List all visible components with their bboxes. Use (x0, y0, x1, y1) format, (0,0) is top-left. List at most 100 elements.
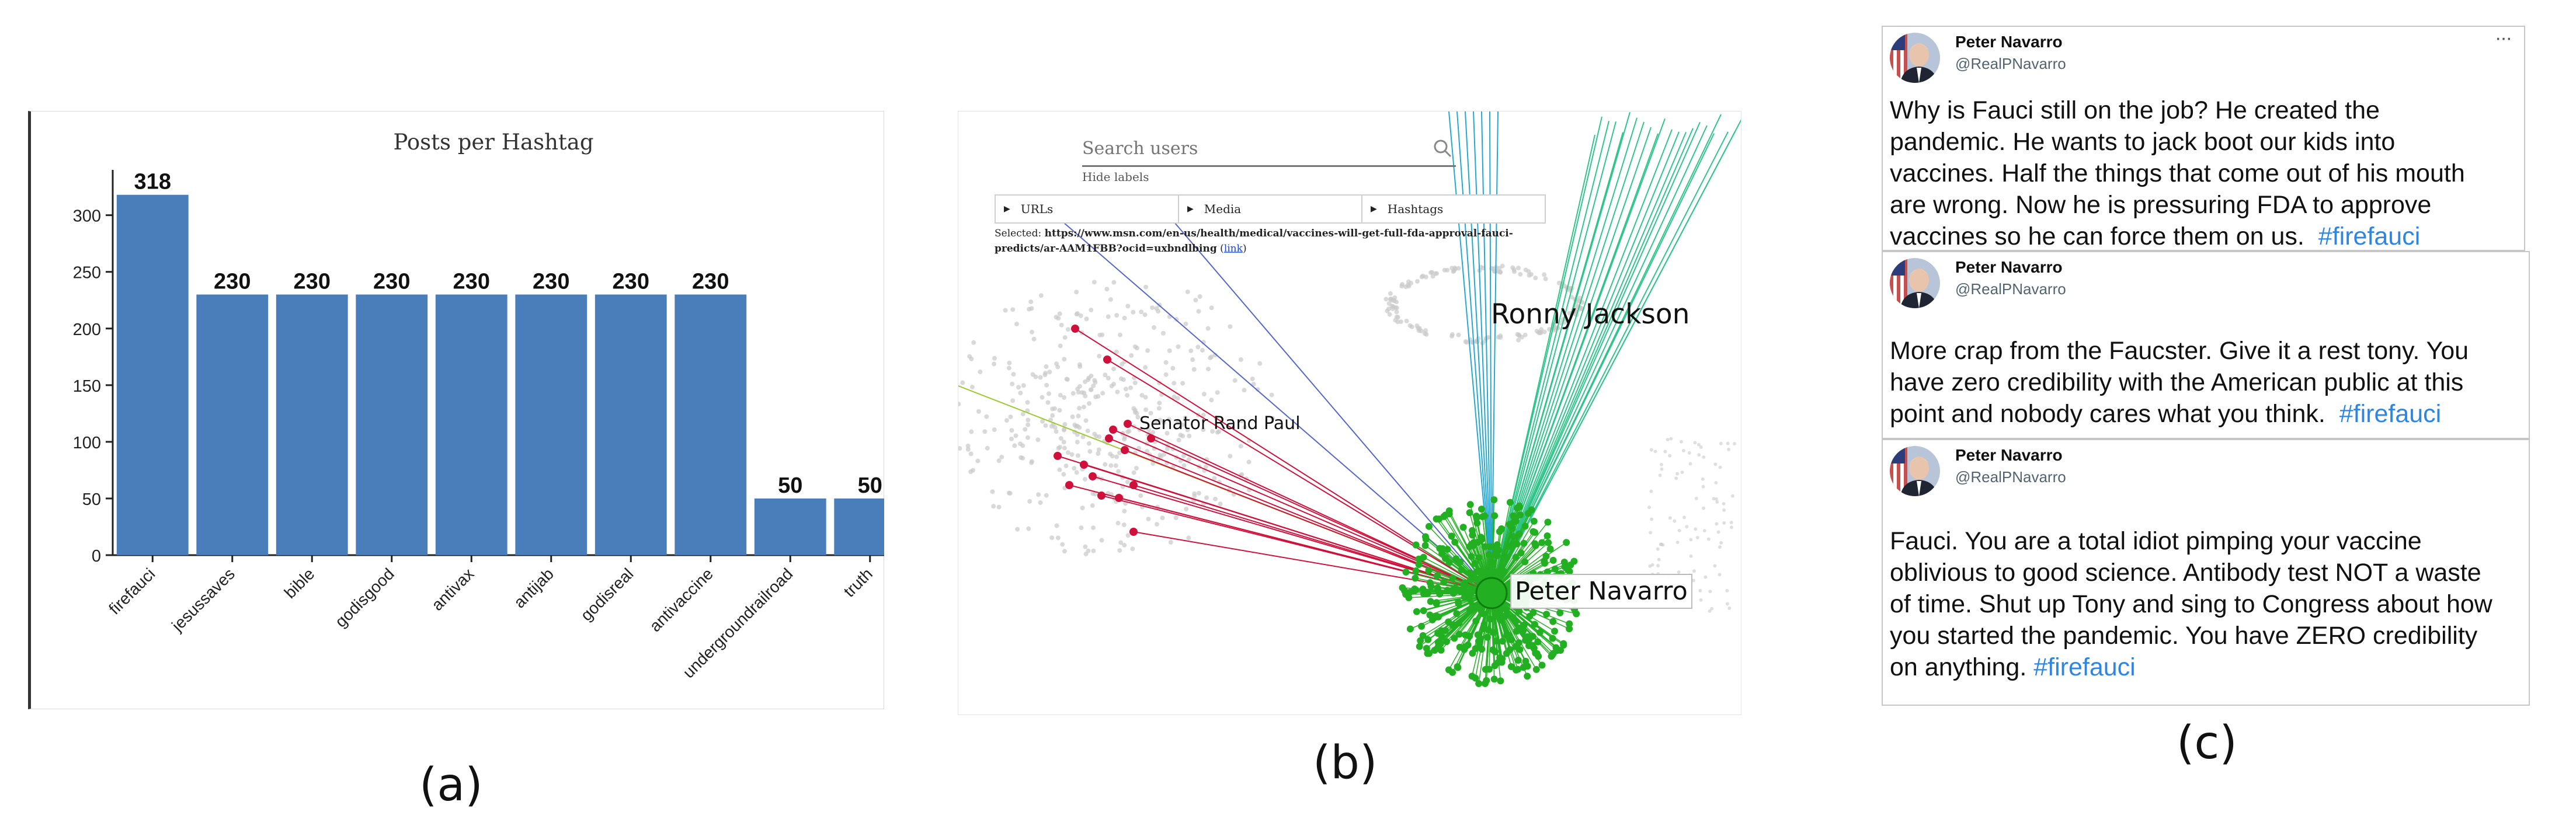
user-node[interactable] (1486, 543, 1494, 550)
user-node[interactable] (1413, 608, 1420, 615)
user-node[interactable] (1553, 647, 1561, 654)
user-node[interactable] (1455, 600, 1462, 607)
user-node[interactable] (1506, 499, 1514, 506)
user-node[interactable] (1089, 472, 1097, 480)
user-node[interactable] (1451, 538, 1459, 546)
user-node[interactable] (1524, 672, 1531, 680)
user-node[interactable] (1493, 552, 1501, 560)
user-node[interactable] (1109, 426, 1117, 434)
hashtag-link[interactable]: #firefauci (2033, 653, 2136, 681)
user-node[interactable] (1478, 506, 1485, 513)
user-node[interactable] (1532, 542, 1539, 549)
user-node[interactable] (1466, 595, 1473, 603)
user-node[interactable] (1566, 625, 1573, 633)
user-node[interactable] (1483, 677, 1490, 684)
user-node[interactable] (1449, 622, 1456, 629)
user-node[interactable] (1551, 628, 1559, 635)
user-node[interactable] (1483, 633, 1491, 641)
user-node[interactable] (1105, 434, 1113, 442)
user-node[interactable] (1476, 642, 1483, 649)
bar-truth[interactable] (834, 498, 884, 555)
user-node[interactable] (1451, 635, 1458, 642)
user-node[interactable] (1441, 626, 1449, 634)
user-node[interactable] (1454, 663, 1461, 671)
user-node[interactable] (1476, 635, 1484, 642)
user-node[interactable] (1510, 533, 1517, 541)
user-node[interactable] (1490, 496, 1498, 504)
user-node[interactable] (1452, 555, 1460, 563)
selected-url-link[interactable]: link (1223, 243, 1243, 255)
tweet-author-name[interactable]: Peter Navarro (1955, 446, 2063, 464)
user-node[interactable] (1515, 530, 1523, 538)
user-node[interactable] (1485, 665, 1493, 673)
user-node[interactable] (1124, 420, 1132, 428)
user-node[interactable] (1461, 580, 1468, 588)
user-node[interactable] (1501, 612, 1508, 620)
user-node[interactable] (1549, 635, 1556, 642)
tweet-author-name[interactable]: Peter Navarro (1955, 33, 2063, 51)
user-node[interactable] (1458, 566, 1465, 573)
user-node[interactable] (1468, 672, 1476, 680)
user-node[interactable] (1508, 525, 1516, 532)
user-node[interactable] (1445, 666, 1452, 674)
user-node[interactable] (1415, 560, 1423, 568)
user-node[interactable] (1564, 566, 1572, 573)
user-node[interactable] (1515, 607, 1523, 615)
user-node[interactable] (1410, 587, 1418, 595)
user-node[interactable] (1478, 607, 1485, 615)
tab-urls[interactable]: ▶URLs (996, 196, 1179, 222)
user-node[interactable] (1538, 539, 1546, 546)
bar-godisgood[interactable] (356, 294, 428, 555)
user-node[interactable] (1543, 568, 1551, 576)
user-node[interactable] (1466, 576, 1474, 584)
user-node[interactable] (1438, 549, 1446, 557)
user-node[interactable] (1420, 590, 1427, 598)
user-node[interactable] (1534, 638, 1542, 646)
hide-labels-toggle[interactable]: Hide labels (1082, 170, 1149, 184)
user-node[interactable] (1103, 356, 1111, 364)
user-node[interactable] (1448, 532, 1455, 540)
user-node[interactable] (1544, 518, 1552, 526)
user-node[interactable] (1065, 481, 1073, 489)
user-node[interactable] (1546, 545, 1554, 553)
user-node[interactable] (1543, 532, 1551, 540)
user-node[interactable] (1421, 542, 1429, 549)
user-node[interactable] (1467, 590, 1475, 597)
user-node[interactable] (1517, 549, 1525, 557)
user-node[interactable] (1442, 638, 1450, 646)
user-node[interactable] (1399, 584, 1406, 591)
search-icon[interactable] (1433, 138, 1452, 158)
user-node[interactable] (1532, 649, 1539, 657)
user-node[interactable] (1054, 452, 1062, 460)
bar-firefauci[interactable] (116, 194, 189, 555)
user-node[interactable] (1510, 518, 1518, 525)
bar-jesussaves[interactable] (196, 294, 269, 555)
tab-media[interactable]: ▶Media (1179, 196, 1362, 222)
user-node[interactable] (1473, 520, 1481, 527)
user-node[interactable] (1486, 615, 1494, 623)
user-node[interactable] (1556, 609, 1564, 616)
user-node[interactable] (1473, 514, 1480, 522)
tweet-author-handle[interactable]: @RealPNavarro (1955, 55, 2066, 72)
user-node[interactable] (1475, 679, 1483, 687)
user-node[interactable] (1080, 461, 1088, 469)
user-node[interactable] (1097, 492, 1106, 500)
user-node[interactable] (1481, 543, 1489, 550)
user-node[interactable] (1490, 629, 1497, 636)
user-node[interactable] (1406, 625, 1414, 633)
user-node[interactable] (1420, 607, 1427, 615)
user-node[interactable] (1517, 511, 1524, 519)
user-node[interactable] (1493, 569, 1500, 576)
user-node[interactable] (1427, 598, 1434, 605)
user-node[interactable] (1524, 633, 1531, 640)
bar-antivaccine[interactable] (675, 294, 747, 555)
user-node[interactable] (1471, 560, 1479, 567)
user-node[interactable] (1505, 542, 1513, 550)
more-options-icon[interactable]: ··· (2495, 27, 2512, 49)
user-node[interactable] (1468, 553, 1475, 560)
user-node[interactable] (1484, 567, 1492, 575)
user-node[interactable] (1402, 569, 1410, 576)
user-node[interactable] (1445, 510, 1453, 518)
user-node[interactable] (1530, 517, 1538, 525)
user-node[interactable] (1512, 553, 1520, 561)
